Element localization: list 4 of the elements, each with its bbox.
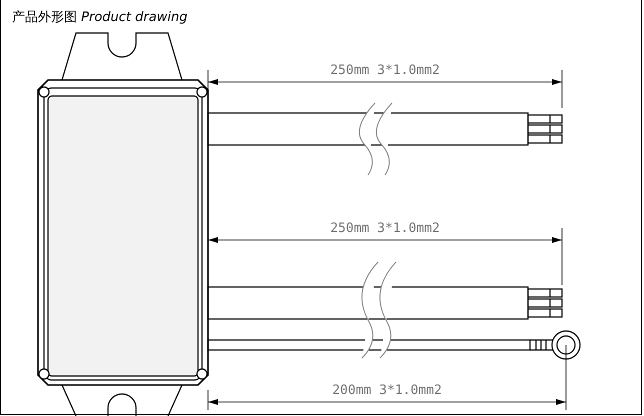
dimension-label: 200mm 3*1.0mm2 — [332, 383, 442, 398]
dimension-label: 250mm 3*1.0mm2 — [330, 221, 440, 236]
dimension-label: 250mm 3*1.0mm2 — [330, 63, 440, 78]
page-title: 产品外形图 Product drawing — [12, 9, 188, 26]
